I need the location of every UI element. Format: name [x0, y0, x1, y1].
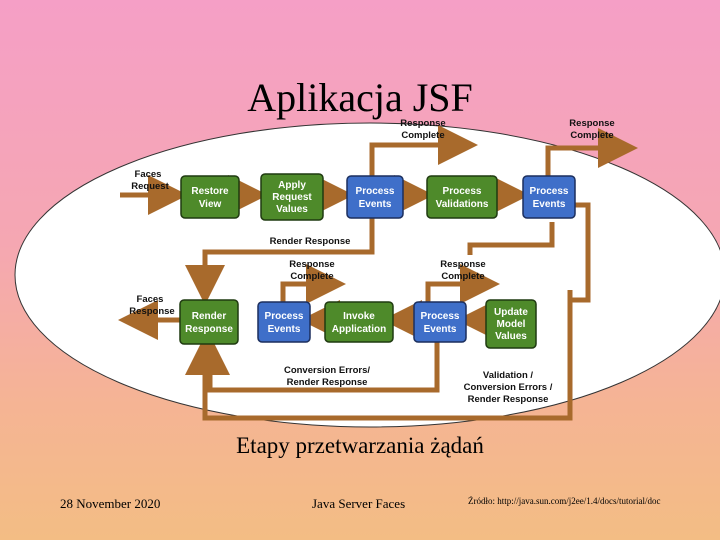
svg-text:Faces: Faces	[135, 169, 162, 180]
svg-text:Conversion Errors /: Conversion Errors /	[464, 382, 553, 393]
box-apply-line3: Values	[276, 204, 308, 215]
svg-text:Complete: Complete	[441, 271, 484, 282]
box-pe3-line1: Process	[265, 311, 304, 322]
box-pe4-line2: Events	[424, 324, 457, 335]
svg-text:Response: Response	[289, 259, 334, 270]
svg-text:Render Response: Render Response	[287, 377, 368, 388]
box-process-validations: Process Validations	[426, 175, 498, 219]
box-ia-line1: Invoke	[343, 311, 375, 322]
box-apply-line2: Request	[272, 192, 312, 203]
footer-source: Źródło: http://java.sun.com/j2ee/1.4/doc…	[468, 496, 661, 506]
box-render-response: Render Response	[179, 299, 239, 345]
box-pe3-line2: Events	[268, 324, 301, 335]
box-update-model-values: Update Model Values	[485, 299, 537, 349]
svg-text:Complete: Complete	[401, 130, 444, 141]
svg-text:Render Response: Render Response	[270, 236, 351, 247]
label-response-complete-mid-1: Response Complete	[289, 259, 334, 282]
label-conversion-errors: Conversion Errors/ Render Response	[284, 365, 370, 388]
label-validation-errors: Validation / Conversion Errors / Render …	[464, 370, 553, 405]
box-pv-line1: Process	[443, 186, 482, 197]
svg-text:Conversion Errors/: Conversion Errors/	[284, 365, 370, 376]
box-restore-view-line1: Restore	[191, 186, 229, 197]
box-rr-line2: Response	[185, 324, 233, 335]
arrows	[118, 125, 638, 421]
diagram-caption: Etapy przetwarzania żądań	[236, 433, 484, 458]
slide-title: Aplikacja JSF	[247, 75, 473, 120]
label-render-response-mid: Render Response	[270, 236, 351, 247]
box-um-line2: Model	[497, 319, 526, 330]
box-rr-line1: Render	[192, 311, 227, 322]
box-process-events-2: Process Events	[522, 175, 576, 219]
label-faces-response: Faces Response	[129, 294, 174, 317]
svg-text:Validation /: Validation /	[483, 370, 534, 381]
label-response-complete-top-1: Response Complete	[400, 118, 445, 141]
box-ia-line2: Application	[332, 324, 386, 335]
svg-text:Request: Request	[131, 181, 169, 192]
box-invoke-application: Invoke Application	[324, 301, 394, 343]
svg-text:Faces: Faces	[137, 294, 164, 305]
label-faces-request: Faces Request	[131, 169, 169, 192]
box-restore-view: Restore View	[180, 175, 240, 219]
svg-text:Response: Response	[400, 118, 445, 129]
svg-text:Response: Response	[129, 306, 174, 317]
label-response-complete-top-2: Response Complete	[569, 118, 614, 141]
footer-title: Java Server Faces	[312, 496, 406, 511]
box-restore-view-line2: View	[199, 199, 222, 210]
svg-text:Render Response: Render Response	[468, 394, 549, 405]
box-pe2-line1: Process	[530, 186, 569, 197]
box-apply-request-values: Apply Request Values	[260, 173, 324, 221]
svg-text:Response: Response	[569, 118, 614, 129]
box-pe4-line1: Process	[421, 311, 460, 322]
box-process-events-3: Process Events	[257, 301, 311, 343]
box-pe1-line2: Events	[359, 199, 392, 210]
box-pe1-line1: Process	[356, 186, 395, 197]
box-process-events-1: Process Events	[346, 175, 404, 219]
label-response-complete-mid-2: Response Complete	[440, 259, 485, 282]
box-pe2-line2: Events	[533, 199, 566, 210]
footer-date: 28 November 2020	[60, 496, 161, 511]
svg-text:Complete: Complete	[290, 271, 333, 282]
svg-text:Complete: Complete	[570, 130, 613, 141]
box-um-line1: Update	[494, 307, 528, 318]
background-ellipse	[14, 122, 720, 428]
box-process-events-4: Process Events	[413, 301, 467, 343]
box-um-line3: Values	[495, 331, 527, 342]
box-pv-line2: Validations	[436, 199, 489, 210]
box-apply-line1: Apply	[278, 180, 306, 191]
svg-text:Response: Response	[440, 259, 485, 270]
